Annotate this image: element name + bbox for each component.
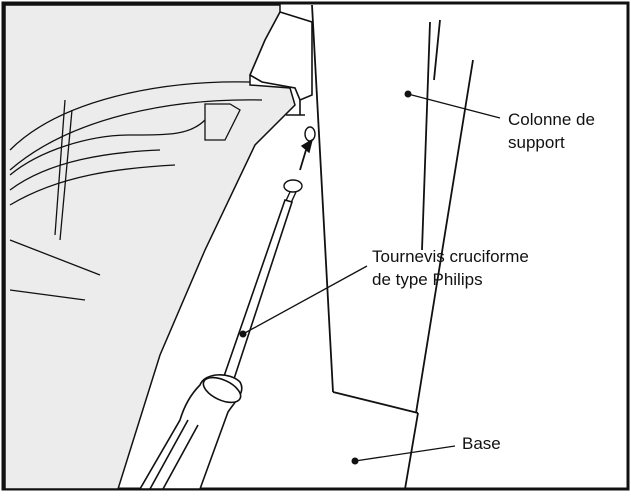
screw [283,126,316,206]
label-support-column-line2: support [508,133,565,152]
support-column [311,4,474,490]
column-bracket [248,11,313,116]
leader-dots [239,90,412,465]
appliance-panel [4,4,296,490]
label-support-column-line1: Colonne de [508,110,595,129]
panel-grille [9,81,263,301]
leader-lines [242,93,501,462]
label-screwdriver-line1: Tournevis cruciforme [372,247,529,266]
screwdriver [138,199,294,490]
label-base: Base [462,434,501,453]
label-screwdriver-line2: de type Philips [372,270,483,289]
